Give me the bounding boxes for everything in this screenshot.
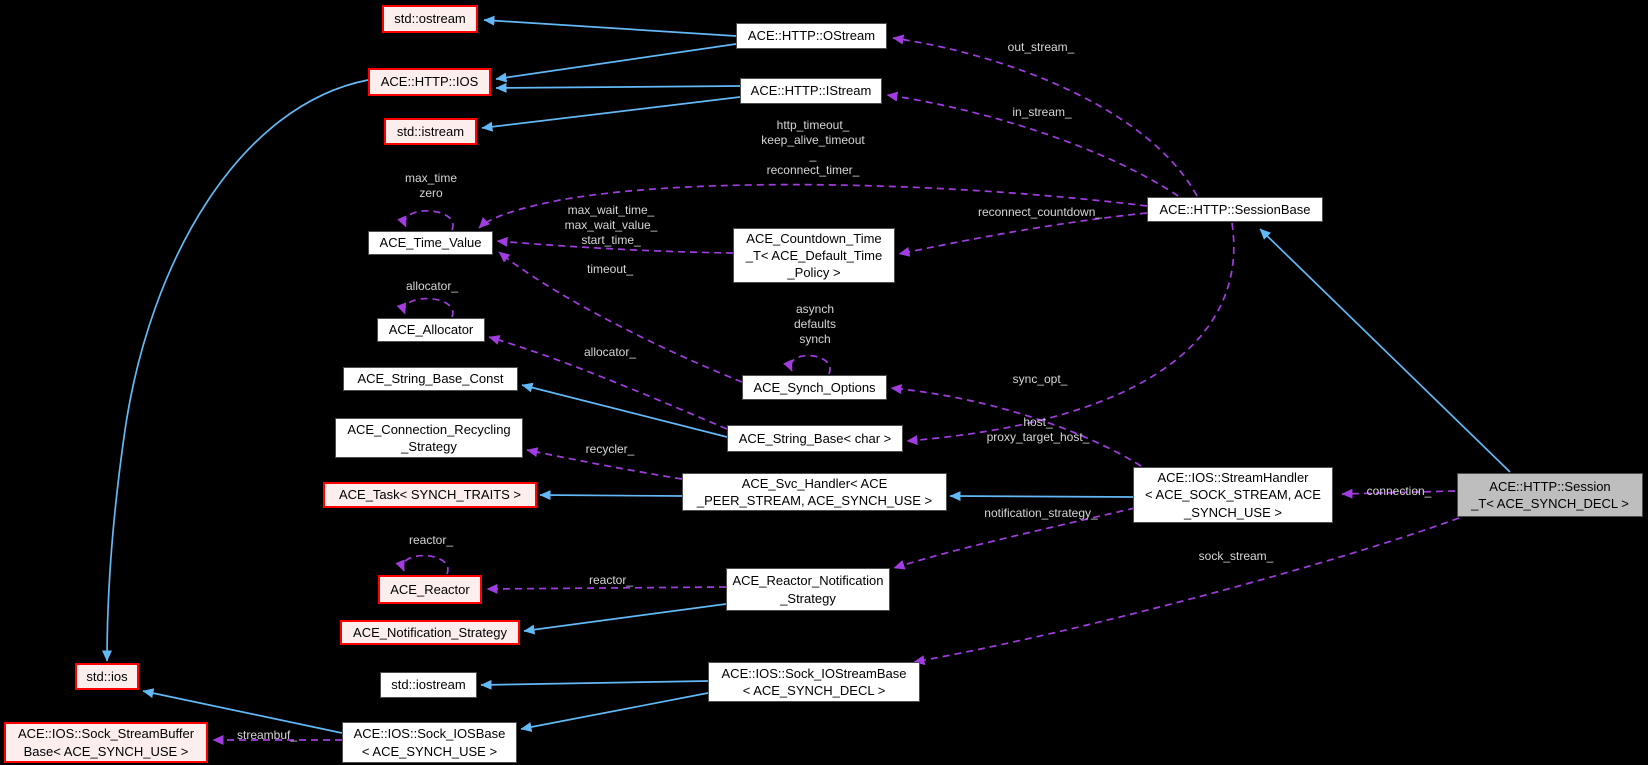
node-ace-http-session-t[interactable]: ACE::HTTP::Session _T< ACE_SYNCH_DECL > [1457,473,1643,517]
node-ace-ios-sock-iostreambase[interactable]: ACE::IOS::Sock_IOStreamBase < ACE_SYNCH_… [708,662,920,702]
edge-sockiostreambase-to-sockiosbase [520,692,709,732]
node-ace-string-base-char[interactable]: ACE_String_Base< char > [727,425,903,452]
edge-reactor [486,583,727,594]
node-ace-countdown-time-t[interactable]: ACE_Countdown_Time _T< ACE_Default_Time … [733,228,895,283]
edge-streamhandler-to-svchandler [949,491,1134,502]
edge-max-wait [496,236,734,254]
edge-allocator-self-loop [396,297,454,318]
edge-reactor-self-loop [395,554,449,575]
edge-allocator [488,335,728,430]
node-ace-string-base-const[interactable]: ACE_String_Base_Const [343,367,518,391]
edge-sock-stream [913,517,1460,666]
edge-ostream-to-std-ostream [483,15,737,37]
edge-host [906,222,1235,446]
edge-ios-to-std-ios [102,79,369,662]
node-ace-http-istream[interactable]: ACE::HTTP::IStream [740,78,882,104]
edge-time-value-self-loop [397,210,454,231]
edge-synch-options-self-loop [783,354,831,375]
edge-out-stream [892,34,1198,197]
node-ace-notification-strategy[interactable]: ACE_Notification_Strategy [340,620,520,645]
node-ace-http-sessionbase[interactable]: ACE::HTTP::SessionBase [1147,197,1323,222]
node-ace-http-ostream[interactable]: ACE::HTTP::OStream [736,23,887,49]
edge-sync-opt [890,384,1142,467]
node-ace-ios-sock-iosbase[interactable]: ACE::IOS::Sock_IOSBase < ACE_SYNCH_USE > [342,722,517,763]
node-ace-svc-handler[interactable]: ACE_Svc_Handler< ACE _PEER_STREAM, ACE_S… [682,473,947,511]
node-std-ostream[interactable]: std::ostream [382,5,478,33]
node-std-ios[interactable]: std::ios [75,663,139,690]
edge-reactornotif-to-notifstrategy [523,603,727,635]
node-ace-connection-recycling-strategy[interactable]: ACE_Connection_Recycling _Strategy [335,418,523,458]
node-ace-task[interactable]: ACE_Task< SYNCH_TRAITS > [323,482,537,508]
edge-sockiosbase-to-stdios [142,688,343,734]
edge-stringbasechar-to-stringbaseconst [521,382,728,438]
node-std-istream[interactable]: std::istream [384,118,477,145]
edge-istream-to-std-istream [481,96,741,132]
edge-ostream-to-ios [495,43,737,83]
edge-in-stream [886,91,1179,197]
edge-svchandler-to-acetask [539,490,683,501]
node-ace-synch-options[interactable]: ACE_Synch_Options [742,375,887,400]
edge-recycler [526,447,683,480]
node-ace-http-ios[interactable]: ACE::HTTP::IOS [368,68,491,96]
edge-sessiont-to-sessionbase [1259,228,1511,473]
edge-reconnect-countdown [898,212,1148,257]
node-ace-reactor-notification-strategy[interactable]: ACE_Reactor_Notification _Strategy [726,568,890,611]
node-std-iostream[interactable]: std::iostream [380,672,477,698]
edge-notification-strategy [893,507,1136,570]
node-ace-reactor[interactable]: ACE_Reactor [378,575,482,604]
node-ace-allocator[interactable]: ACE_Allocator [377,318,485,342]
node-ace-time-value[interactable]: ACE_Time_Value [368,231,493,255]
edge-istream-to-ios [495,82,741,93]
edge-sockiostreambase-to-stdiostream [480,679,709,690]
edge-http-timeouts [478,183,1148,229]
edge-connection [1341,488,1456,499]
edge-timeout [498,251,743,383]
node-ace-ios-sock-streambufferbase[interactable]: ACE::IOS::Sock_StreamBuffer Base< ACE_SY… [4,722,208,763]
node-ace-ios-streamhandler[interactable]: ACE::IOS::StreamHandler < ACE_SOCK_STREA… [1133,467,1333,523]
